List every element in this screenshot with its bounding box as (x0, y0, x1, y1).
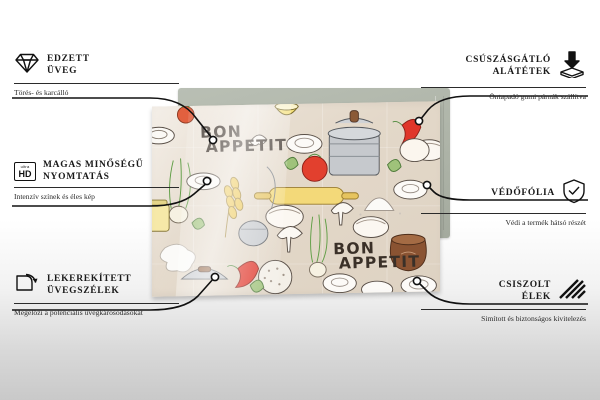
badge-ultra-label: ultra (20, 163, 30, 169)
motif-basil-leaf (284, 156, 299, 170)
feature-divider (421, 87, 586, 88)
feature-title: MAGAS MINŐSÉGŰ NYOMTATÁS (43, 160, 143, 183)
ultra-hd-badge-icon: ultra HD (14, 162, 36, 182)
feature-title-line: EDZETT (47, 53, 90, 64)
feature-tempered-glass: EDZETT ÜVEG Törés- és karcálló (14, 52, 179, 98)
feature-divider (14, 187, 179, 189)
feature-description: Intenzív színek és éles kép (14, 192, 95, 202)
feature-polished-edges: CSISZOLT ÉLEK Simított és biztonságos ki… (421, 278, 586, 324)
motif-plate (393, 179, 428, 200)
diamond-icon (14, 52, 40, 79)
feature-divider (421, 309, 586, 310)
feature-title-line: VÉDŐFÓLIA (491, 187, 555, 198)
motif-clay-pot (389, 233, 427, 272)
motif-scallion (309, 214, 328, 278)
rounded-corner-icon (14, 272, 40, 299)
feature-title-line: ÜVEGSZÉLEK (47, 285, 120, 296)
feature-description: Öntapadó gumi párnák szállítva (489, 92, 586, 101)
badge-hd-label: HD (18, 168, 32, 179)
feature-title-line: ÜVEG (47, 65, 78, 76)
feature-anti-slip-pads: CSÚSZÁSGÁTLÓ ALÁTÉTEK Öntapadó gumi párn… (421, 50, 586, 102)
hatch-lines-icon (558, 278, 586, 305)
feature-description: Megelőzi a potenciális üvegkárosodásokat (14, 308, 143, 317)
feature-divider (421, 213, 586, 214)
feature-protective-foil: VÉDŐFÓLIA Védi a termék hátsó részét (421, 178, 586, 228)
motif-tomato (301, 153, 328, 182)
feature-description: Védi a termék hátsó részét (505, 218, 586, 227)
product-image: Bon Appetit Bon Appetit (152, 88, 454, 297)
motif-garlic (399, 138, 430, 163)
feature-title-line: NYOMTATÁS (43, 171, 110, 182)
feature-title-line: ALÁTÉTEK (492, 66, 551, 77)
motif-basil-leaf (386, 159, 402, 172)
motif-cooking-pot (327, 110, 381, 176)
feature-title: EDZETT ÜVEG (47, 54, 90, 77)
feature-divider (14, 83, 179, 84)
motif-dumpling (352, 216, 390, 238)
feature-title-line: LEKEREKÍTETT (47, 273, 132, 284)
feature-title-line: MAGAS MINŐSÉGŰ (43, 160, 144, 170)
feature-description: Simított és biztonságos kivitelezés (481, 314, 586, 323)
feature-title-line: ÉLEK (521, 291, 551, 302)
feature-description: Törés- és karcálló (14, 88, 69, 97)
arrow-down-pad-icon (558, 50, 586, 83)
shield-check-icon (562, 178, 586, 209)
feature-high-quality-print: ultra HD MAGAS MINŐSÉGŰ NYOMTATÁS Intenz… (14, 160, 179, 202)
motif-plate (322, 273, 357, 294)
feature-title: CSÚSZÁSGÁTLÓ ALÁTÉTEK (466, 55, 551, 78)
feature-divider (14, 303, 179, 304)
feature-title: LEKEREKÍTETT ÜVEGSZÉLEK (47, 274, 131, 297)
feature-title-line: CSISZOLT (498, 279, 551, 290)
board-edge (152, 101, 440, 297)
feature-title: VÉDŐFÓLIA (491, 188, 555, 200)
feature-title-line: CSÚSZÁSGÁTLÓ (465, 54, 551, 65)
glass-cutting-board: Bon Appetit Bon Appetit (152, 101, 440, 297)
feature-title: CSISZOLT ÉLEK (499, 280, 551, 303)
feature-rounded-edges: LEKEREKÍTETT ÜVEGSZÉLEK Megelőzi a poten… (14, 272, 179, 318)
motif-flour-pile (359, 197, 402, 216)
motif-mushroom (330, 202, 354, 226)
